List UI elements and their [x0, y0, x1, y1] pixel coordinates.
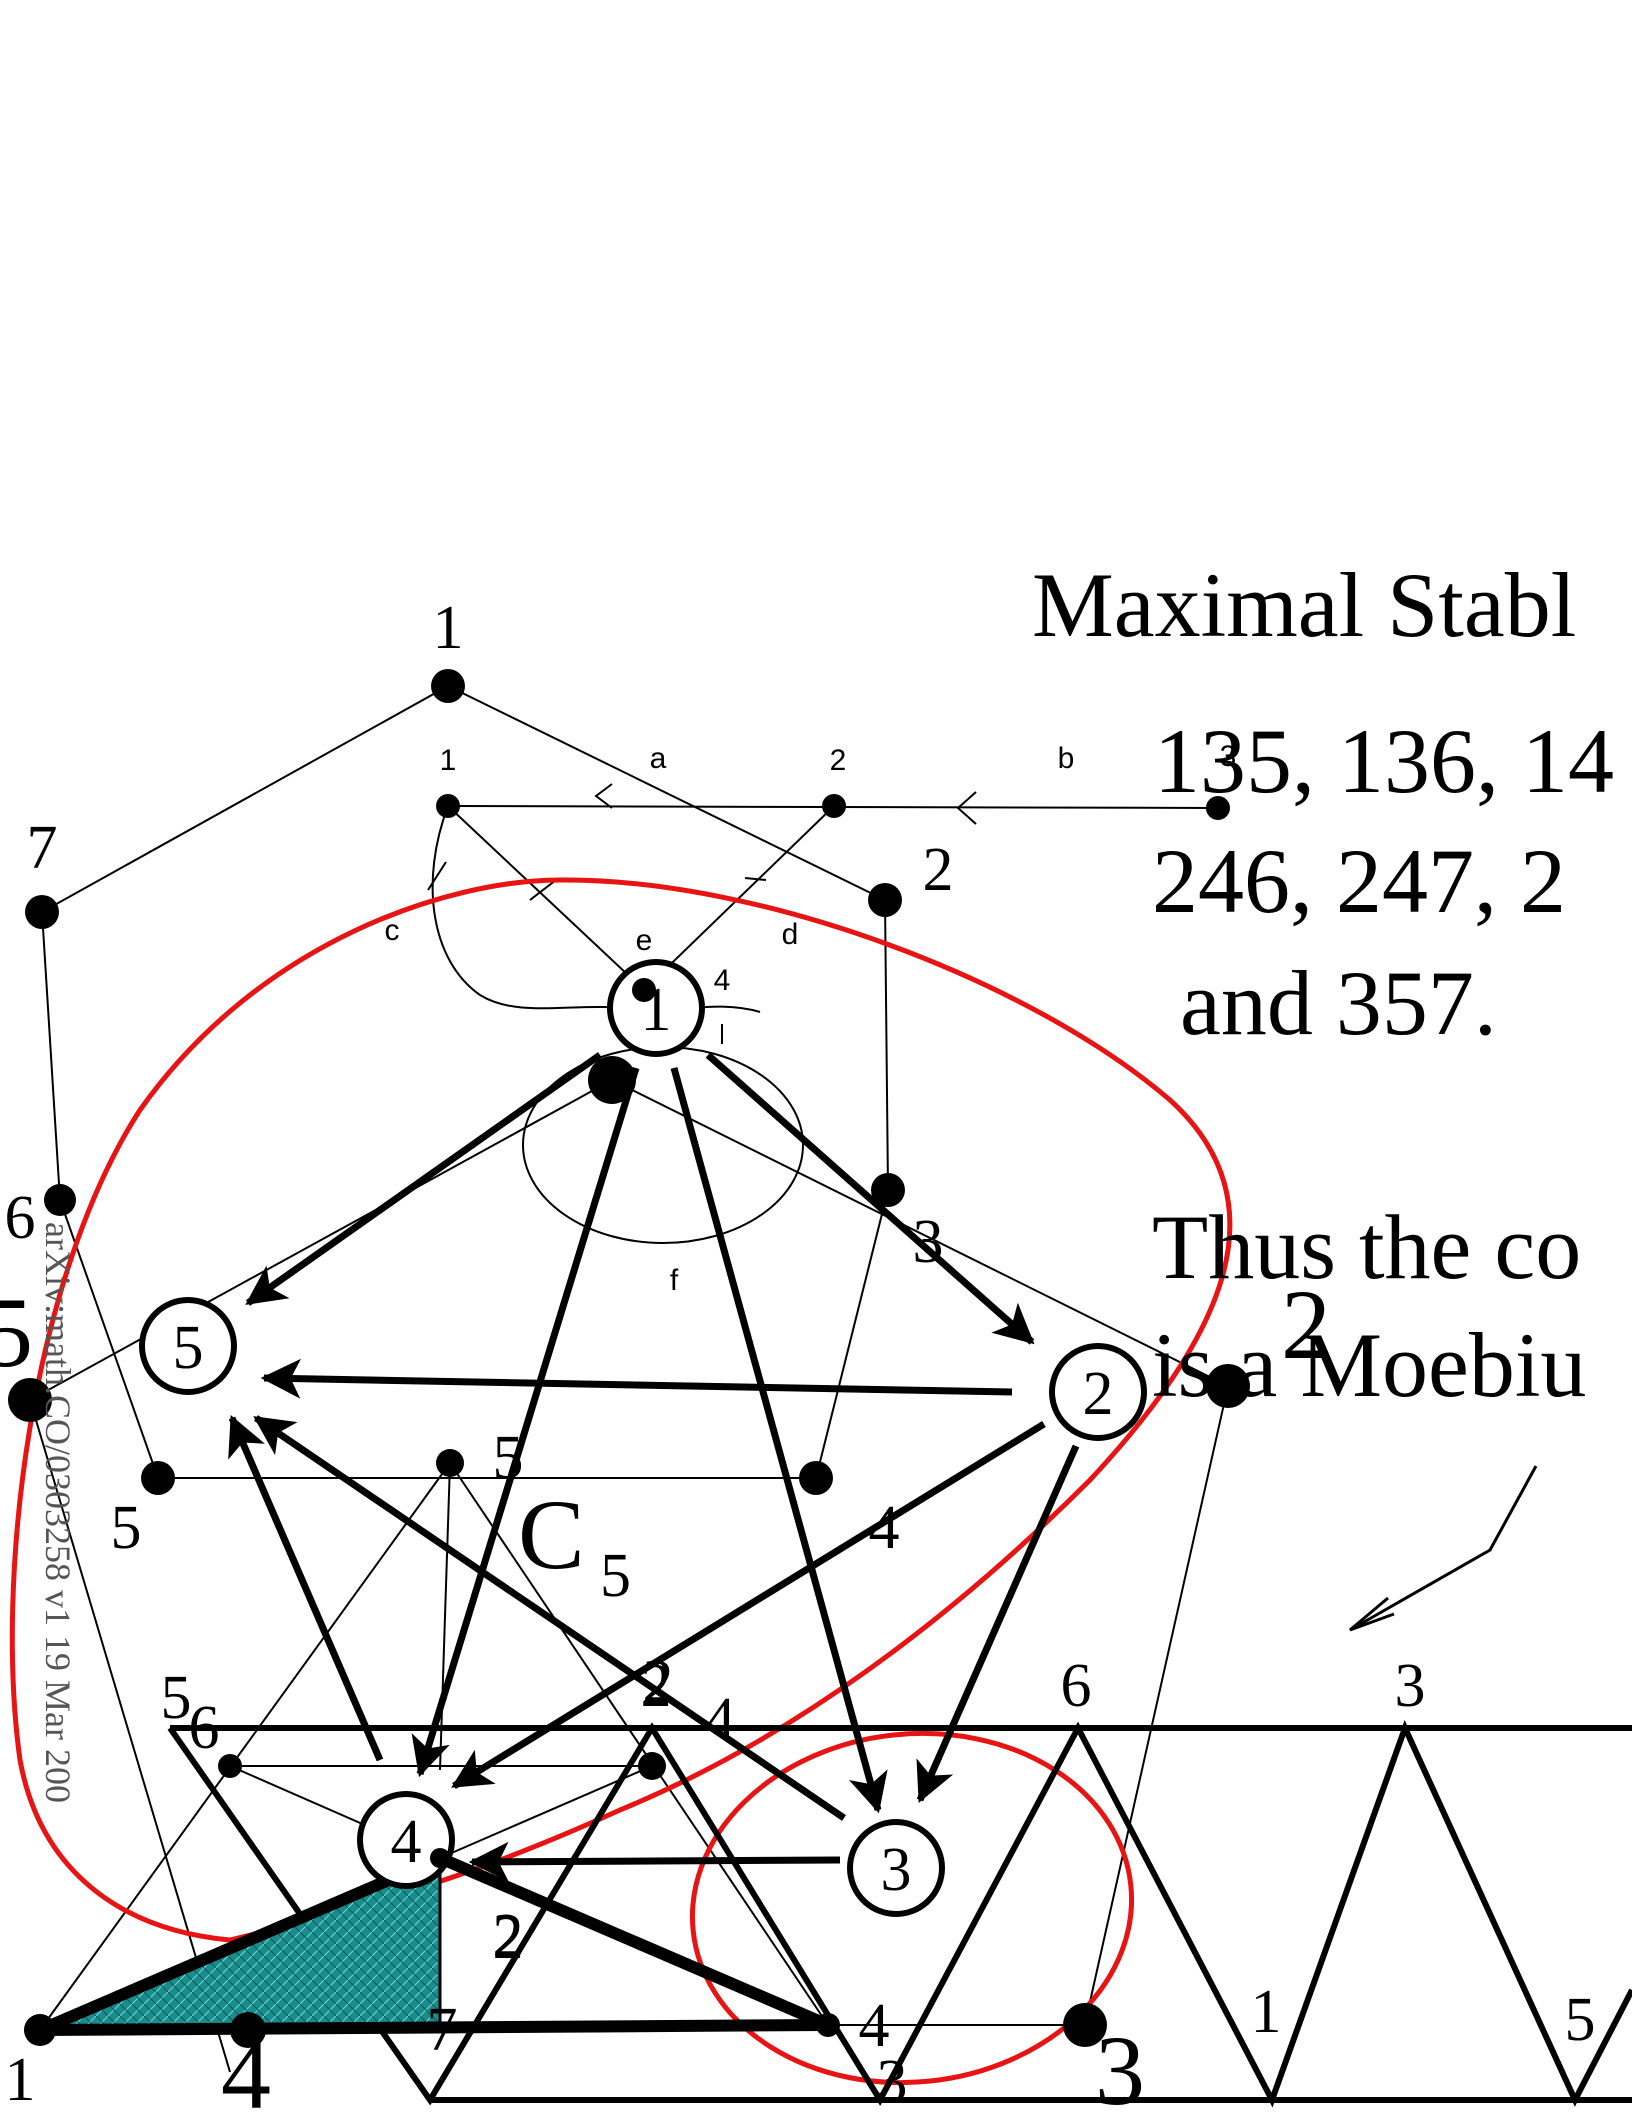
- small-label-a: a: [650, 742, 667, 775]
- small-label-e: e: [636, 924, 653, 957]
- edge-1-7: [41, 685, 449, 913]
- small-label-4: 4: [714, 964, 731, 997]
- arrow-2-5: [260, 1358, 1013, 1399]
- edge-1-2-3: [447, 685, 890, 1479]
- edge-labels: 5 4 2 2: [493, 1424, 900, 1970]
- moebius-strip: [167, 1720, 1632, 2108]
- edge-label-4: 4: [869, 1494, 900, 1562]
- circled-node-2: [1049, 1343, 1147, 1441]
- hept-label-1: 1: [433, 594, 464, 662]
- c5-arrows: [228, 1052, 1080, 1882]
- strip-top-label-4: 4: [705, 1686, 736, 1754]
- strip-bottom-label-6: 3: [877, 2048, 908, 2112]
- small-label-b: b: [1058, 742, 1075, 775]
- arrow-1-4: [411, 1066, 640, 1778]
- cycle-label-main: C: [518, 1479, 585, 1590]
- strip-bottom-label-5: 4: [859, 1992, 890, 2060]
- edge-label-2b: 2: [493, 1902, 524, 1970]
- arrow-4-5: [228, 1414, 384, 1762]
- heading-text: Maximal Stabl 135, 136, 14 246, 247, 2 a…: [1032, 554, 1614, 1416]
- strip-bottom-label-2: 4: [221, 2019, 271, 2112]
- small-label-d: d: [782, 918, 799, 951]
- circled-node-label-4: 4: [391, 1808, 422, 1876]
- strip-bottom-labels: 1 4 7 2 4 3 3 1 5: [5, 1904, 1596, 2112]
- edge-chord-f: [439, 1462, 451, 1771]
- strip-top-label-6: 3: [1395, 1652, 1426, 1720]
- small-label-f: f: [670, 1264, 679, 1297]
- red-small-circle: [689, 1730, 1135, 2086]
- circled-node-1: [607, 959, 705, 1057]
- hept-label-3: 3: [913, 1208, 944, 1276]
- circled-nodes: [139, 959, 1147, 1917]
- hept-label-7: 7: [27, 814, 58, 882]
- hept-label-6: 6: [5, 1184, 36, 1252]
- strip-bottom-label-9: 5: [1565, 1986, 1596, 2054]
- circled-node-5: [139, 1297, 237, 1395]
- strip-bottom-label-1: 1: [5, 2046, 36, 2112]
- arrow-1-3: [670, 1067, 888, 1814]
- small-label-c: c: [385, 914, 400, 947]
- list-line-2: 246, 247, 2: [1152, 830, 1566, 932]
- hept-label-2-large: 2: [1281, 1269, 1331, 1380]
- circled-node-label-5: 5: [173, 1314, 204, 1382]
- strip-top-label-2: 6: [189, 1694, 220, 1762]
- strip-bottom-label-4: 2: [493, 1904, 524, 1972]
- small-graph-labels: 1 2 3 4 a b c d e f: [385, 740, 1237, 1297]
- arrow-3-4: [468, 1841, 841, 1882]
- arrow-3-5: [253, 1415, 846, 1821]
- arrow-2-4: [451, 1421, 1046, 1789]
- heptagon-labels: 1 2 3 7 6 5 5: [0, 594, 954, 1562]
- hept-label-5: 5: [111, 1494, 142, 1562]
- edge-chord-a: [29, 1079, 613, 1401]
- strip-top-label-1: 5: [161, 1664, 192, 1732]
- pointer-arrow: [1349, 1465, 1538, 1632]
- cycle-label-sub: 5: [600, 1542, 631, 1610]
- conclusion-line-1: Thus the co: [1152, 1196, 1581, 1298]
- conclusion-line-2: is a Moebiu: [1152, 1314, 1586, 1416]
- strip-bottom-label-7: 3: [1095, 2015, 1145, 2112]
- hept-label-2: 2: [923, 836, 954, 904]
- strip-bottom-label-3: 7: [427, 1996, 458, 2064]
- red-curves: [9, 877, 1233, 2086]
- list-line-1: 135, 136, 14: [1154, 710, 1614, 812]
- side-stamp: arXiv:math.CO/0303258 v1 19 Mar 200: [38, 1222, 78, 1803]
- strip-top-label-5: 6: [1061, 1652, 1092, 1720]
- edge-chord-c: [1084, 1385, 1229, 2025]
- strip-top-label-3: 2: [641, 1652, 672, 1720]
- edge-label-5: 5: [493, 1424, 524, 1492]
- red-big-loop: [9, 877, 1233, 1943]
- strip-top-labels: 5 6 2 4 6 3: [161, 1652, 1426, 1762]
- vertex-dots: [8, 669, 1250, 2048]
- circled-node-label-3: 3: [881, 1836, 912, 1904]
- arrow-1-5: [245, 1052, 603, 1306]
- strip-bottom-label-8: 1: [1251, 1978, 1282, 2046]
- arrow-2-3: [916, 1444, 1080, 1804]
- small-label-3: 3: [1220, 740, 1237, 773]
- circled-node-labels: 1 2 3 4 5: [173, 976, 1114, 1904]
- shaded-triangle: [37, 1852, 831, 2036]
- circled-node-label-2: 2: [1083, 1360, 1114, 1428]
- hept-label-5-large: 5: [0, 1277, 33, 1388]
- c5-label: C 5: [518, 1479, 631, 1610]
- edge-7-6: [41, 911, 61, 1201]
- edge-chord-b: [611, 1079, 1229, 1387]
- list-line-3: and 357.: [1180, 952, 1497, 1054]
- small-label-2: 2: [830, 744, 847, 777]
- small-label-1: 1: [440, 744, 457, 777]
- edge-chord-e: [39, 1462, 451, 2031]
- edge-label-2a: 2: [643, 1648, 674, 1716]
- circled-node-3: [847, 1819, 945, 1917]
- circled-node-4: [357, 1791, 455, 1889]
- page-title: Maximal Stabl: [1032, 554, 1576, 656]
- small-graph: [427, 783, 1219, 1244]
- arrow-1-2: [705, 1052, 1035, 1345]
